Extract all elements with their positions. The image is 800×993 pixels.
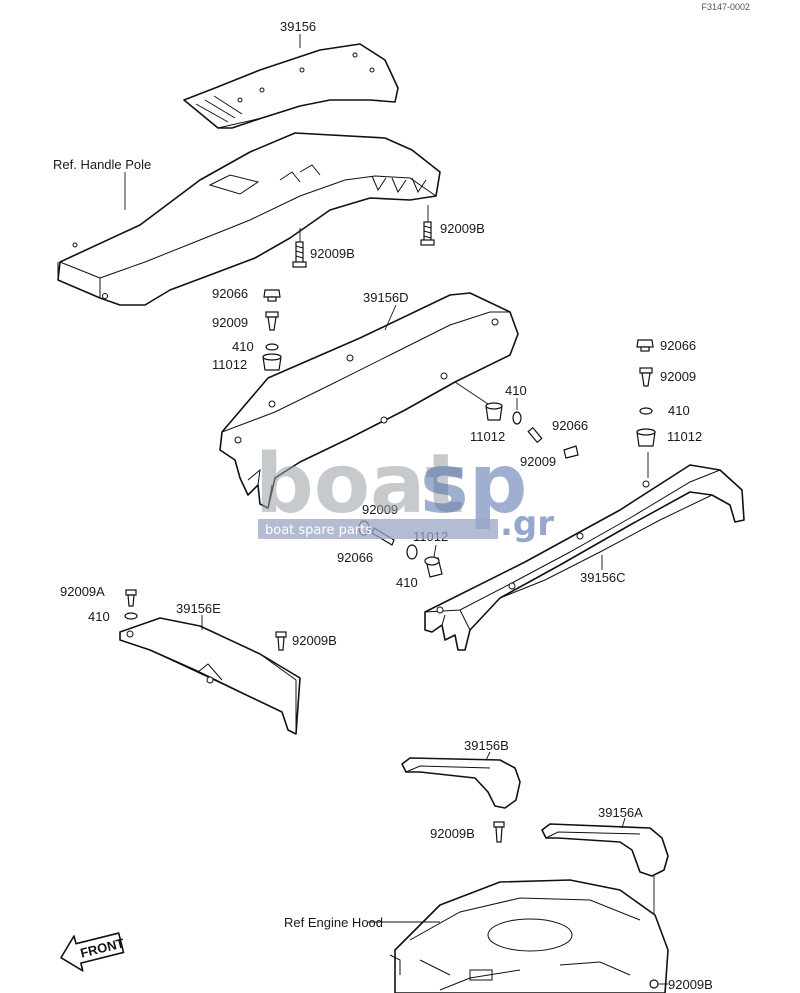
label-11012-2: 11012 xyxy=(470,429,505,444)
bolt-92009b-5 xyxy=(649,979,668,989)
bolt-92009b-1 xyxy=(292,241,307,268)
label-11012-1: 11012 xyxy=(212,357,247,372)
washer-410-3 xyxy=(639,407,653,415)
label-410-1: 410 xyxy=(232,339,254,354)
washer-410-5 xyxy=(124,612,138,620)
washer-410-4 xyxy=(406,544,418,560)
label-92009b-3: 92009B xyxy=(292,633,337,648)
label-39156e: 39156E xyxy=(176,601,221,616)
label-92009b-1: 92009B xyxy=(310,246,355,261)
label-92066-1: 92066 xyxy=(212,286,248,301)
washer-410-1 xyxy=(265,343,279,351)
grommet-11012-4 xyxy=(424,556,443,578)
label-92066-4: 92066 xyxy=(337,550,373,565)
screw-92009a xyxy=(125,589,137,607)
label-92009b-5: 92009B xyxy=(668,977,713,992)
label-39156b: 39156B xyxy=(464,738,509,753)
label-92066-3: 92066 xyxy=(660,338,696,353)
watermark-word-sp: sp xyxy=(420,437,528,532)
label-92009b-2: 92009B xyxy=(440,221,485,236)
watermark-tagline: boat spare parts xyxy=(265,523,372,538)
screw-92009-1 xyxy=(265,311,279,331)
label-410-2: 410 xyxy=(505,383,527,398)
bolt-92009b-3 xyxy=(275,631,287,651)
label-ref-engine-hood: Ref Engine Hood xyxy=(284,915,383,930)
part-39156e-bracket xyxy=(119,617,301,735)
grommet-11012-3 xyxy=(636,428,656,447)
screw-92009-2 xyxy=(527,426,543,444)
label-92009-3: 92009 xyxy=(660,369,696,384)
label-92009b-4: 92009B xyxy=(430,826,475,841)
watermark-tld: .gr xyxy=(500,504,554,544)
bolt-92009b-4 xyxy=(493,821,505,843)
watermark: boat sp .gr boat spare parts xyxy=(255,437,554,544)
watermark-word-boat: boat xyxy=(255,437,465,532)
label-39156c: 39156C xyxy=(580,570,626,585)
handle-pole xyxy=(57,132,441,306)
part-39156c-bracket xyxy=(424,464,745,651)
label-92009-1: 92009 xyxy=(212,315,248,330)
part-39156a-cover xyxy=(541,823,669,877)
label-39156d: 39156D xyxy=(363,290,409,305)
label-92066-2: 92066 xyxy=(552,418,588,433)
cap-92066-3 xyxy=(636,339,654,352)
screw-92009-3 xyxy=(639,367,653,387)
label-92009a: 92009A xyxy=(60,584,105,599)
figure-code: F3147-0002 xyxy=(701,2,750,12)
cap-92066-1 xyxy=(263,289,281,302)
washer-410-2 xyxy=(512,411,522,425)
label-92009-2: 92009 xyxy=(520,454,556,469)
part-39156-cover xyxy=(183,43,399,129)
bolt-92009b-2 xyxy=(420,221,435,246)
cap-92066-2 xyxy=(563,445,579,459)
engine-hood xyxy=(389,879,669,993)
label-92009-4: 92009 xyxy=(362,502,398,517)
grommet-11012-2 xyxy=(485,402,503,421)
label-ref-handle-pole: Ref. Handle Pole xyxy=(53,157,151,172)
label-39156a: 39156A xyxy=(598,805,643,820)
label-11012-3: 11012 xyxy=(667,429,702,444)
grommet-11012-1 xyxy=(262,353,282,371)
label-410-3: 410 xyxy=(668,403,690,418)
part-39156b-cover xyxy=(401,757,521,809)
label-39156: 39156 xyxy=(280,19,316,34)
part-39156d-cover xyxy=(219,292,519,509)
label-410-4: 410 xyxy=(396,575,418,590)
front-arrow: FRONT xyxy=(60,932,126,972)
label-410-5: 410 xyxy=(88,609,110,624)
